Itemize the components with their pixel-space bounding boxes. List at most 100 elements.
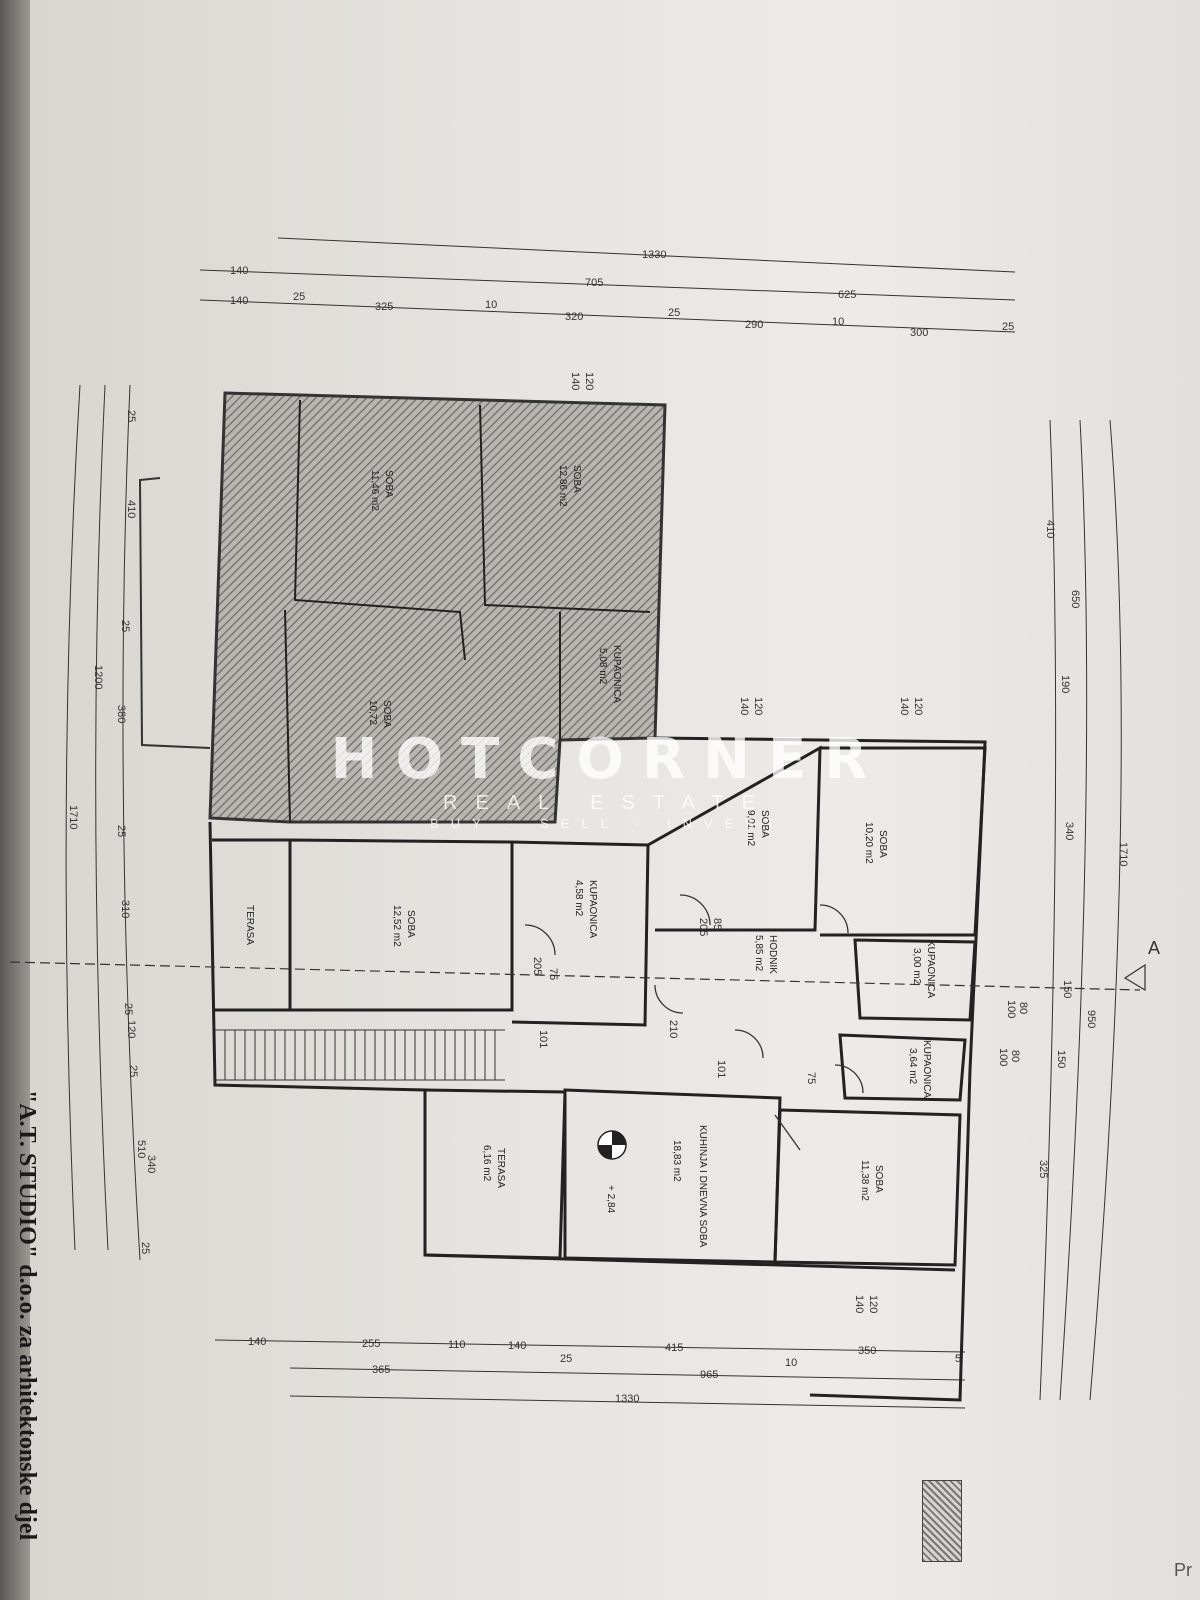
bottom-dim-1: 140 (248, 1336, 266, 1348)
balcony-outline (138, 477, 211, 749)
room-area: 11,38 m2 (859, 1160, 870, 1201)
svg-text:101: 101 (715, 1060, 727, 1078)
bottom-row2-dim-1: 365 (372, 1364, 390, 1376)
top-row2-dim-2: 705 (585, 277, 603, 289)
section-marker: A (1148, 938, 1161, 958)
left-dim-4: 380 (115, 705, 127, 723)
svg-text:120: 120 (912, 697, 924, 715)
room-name: KUPAONICA (587, 880, 598, 938)
room-area: 4,58 m2 (573, 880, 584, 917)
bottom-dim-6: 415 (665, 1342, 683, 1354)
top-row3-dim-2: 25 (293, 291, 305, 303)
room-name: SOBA (759, 810, 770, 838)
bottom-dim-4: 140 (508, 1340, 526, 1352)
top-total-dim: 1330 (642, 249, 666, 261)
svg-text:75: 75 (547, 968, 559, 980)
left-dim-7: 25 (122, 1003, 134, 1015)
sheet-edge (0, 0, 30, 1600)
svg-text:140: 140 (853, 1295, 865, 1313)
svg-text:140: 140 (569, 372, 581, 390)
svg-text:85: 85 (711, 918, 723, 930)
existing-structure-hatch (208, 391, 667, 824)
room-name: KUHINJA I DNEVNA SOBA (697, 1125, 708, 1248)
room-name: SOBA (405, 910, 416, 938)
right-total-3: 950 (1085, 1010, 1097, 1028)
top-dimensions (199, 237, 1016, 333)
room-area: 10,72 (367, 700, 378, 725)
bottom-total-dim: 1330 (615, 1393, 639, 1405)
svg-text:205: 205 (697, 918, 709, 936)
top-row2-dim-1: 140 (230, 265, 248, 277)
svg-text:80: 80 (1017, 1002, 1029, 1014)
bottom-row2-dim-2: 965 (700, 1369, 718, 1381)
section-arrow-icon (1123, 963, 1146, 992)
right-total-2: 1710 (1117, 842, 1129, 866)
door-labels: 205 75 205 85 210 101 101 75 100 80 100 … (531, 918, 1029, 1084)
left-dim-11: 25 (139, 1242, 151, 1254)
room-area: 5,85 m2 (753, 935, 764, 972)
room-area: 3,00 m2 (911, 948, 922, 985)
left-dim-8: 120 (125, 1020, 137, 1038)
room-area: 11,46 m2 (369, 470, 380, 511)
existing-interior-walls (284, 399, 651, 823)
svg-text:205: 205 (531, 957, 543, 975)
room-name: SOBA (877, 830, 888, 858)
top-row3-dim-4: 10 (485, 299, 497, 311)
room-area: 12,52 m2 (391, 905, 402, 947)
top-row3-dim-7: 290 (745, 319, 763, 331)
bottom-dim-9: 5 (955, 1353, 961, 1365)
right-dimensions (1039, 419, 1122, 1401)
left-dim-6: 310 (119, 900, 131, 918)
top-row3-dim-3: 325 (375, 301, 393, 313)
right-dim-4: 150 (1061, 980, 1073, 998)
bottom-dimensions (214, 1339, 966, 1409)
top-row3-dim-10: 25 (1002, 321, 1014, 333)
room-area: 9,01 m2 (745, 810, 756, 847)
room-name: SOBA (381, 700, 392, 728)
left-dim-10: 510 (135, 1140, 147, 1158)
room-area: 5,08 m2 (597, 648, 608, 685)
svg-text:100: 100 (1005, 1000, 1017, 1018)
top-row2-dim-3: 625 (838, 289, 856, 301)
left-total-3: 340 (145, 1155, 157, 1173)
svg-text:101: 101 (537, 1030, 549, 1048)
right-dim-1: 410 (1044, 520, 1056, 538)
svg-text:120: 120 (752, 697, 764, 715)
top-row3-dim-8: 10 (832, 316, 844, 328)
bottom-dim-3: 110 (448, 1339, 466, 1351)
room-name: TERASA (495, 1148, 506, 1188)
left-dimensions (65, 384, 141, 1261)
room-name: KUPAONICA (611, 645, 622, 703)
right-dim-5: 150 (1055, 1050, 1067, 1068)
watermark-logo: HOTCORNER REAL ESTATE BUY · SELL · INVES… (318, 730, 898, 840)
left-total-2: 1710 (67, 805, 79, 829)
level-mark: + 2,84 (605, 1185, 616, 1214)
room-area: 10,20 m2 (863, 822, 874, 864)
svg-text:80: 80 (1009, 1050, 1021, 1062)
right-dim-6: 325 (1037, 1160, 1049, 1178)
room-area: 3,64 m2 (907, 1048, 918, 1085)
room-name: SOBA (873, 1165, 884, 1193)
bottom-dim-2: 255 (362, 1338, 380, 1350)
section-line (9, 961, 1141, 991)
bottom-dim-5: 25 (560, 1353, 572, 1365)
room-area: 12,86 m2 (557, 465, 568, 507)
right-dim-3: 340 (1063, 822, 1075, 840)
watermark-tagline: BUY · SELL · INVEST (430, 816, 786, 831)
room-name: HODNIK (767, 935, 778, 974)
top-row3-dim-5: 320 (565, 311, 583, 323)
stairs (215, 1029, 505, 1081)
room-name: KUPAONICA (921, 1040, 932, 1098)
bottom-dim-8: 350 (858, 1345, 876, 1357)
right-dim-2: 190 (1059, 675, 1071, 693)
window-labels: 120 140 120 140 120 140 120 140 (569, 372, 924, 1313)
room-area: 6,16 m2 (481, 1145, 492, 1182)
room-name: SOBA (383, 470, 394, 498)
svg-text:120: 120 (867, 1295, 879, 1313)
svg-text:210: 210 (667, 1020, 679, 1038)
room-area: 18,83 m2 (671, 1140, 682, 1182)
legend-hatch-swatch (922, 1480, 962, 1562)
watermark-subtitle: REAL ESTATE (443, 792, 773, 814)
new-structure-walls (208, 736, 987, 1402)
